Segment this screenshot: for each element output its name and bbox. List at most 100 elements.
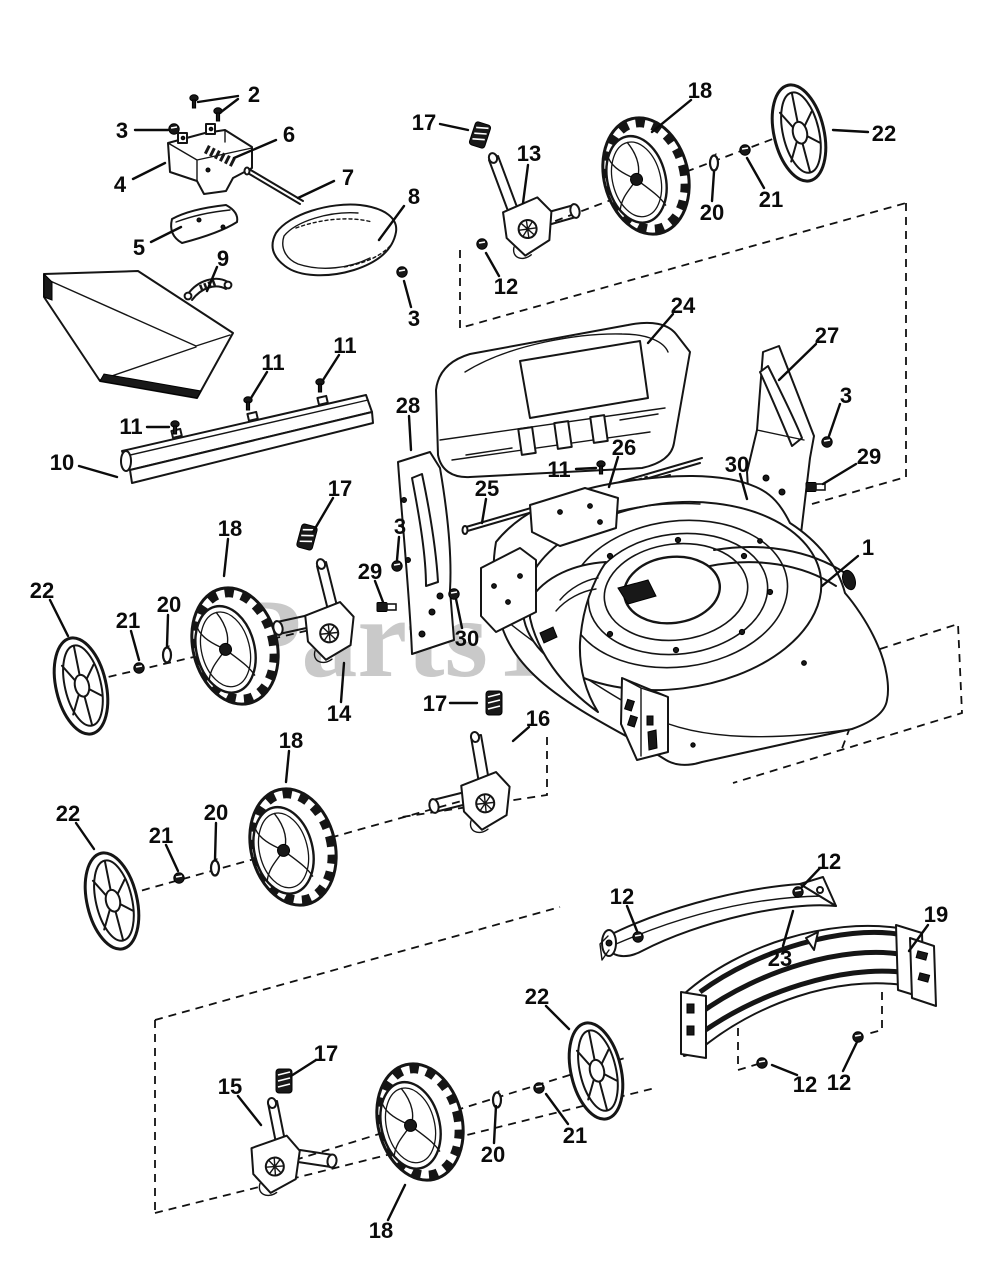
- callout-30: 30: [725, 452, 749, 501]
- callout-3: 3: [394, 514, 406, 562]
- callout-leader-line: [841, 1040, 859, 1073]
- callout-number: 20: [481, 1142, 505, 1167]
- rod-7: [243, 166, 304, 205]
- nut-21-mid: [133, 662, 145, 674]
- trim-bar-10: [120, 378, 374, 484]
- callout-11: 11: [547, 457, 598, 482]
- callout-leader-line: [232, 138, 278, 160]
- callout-leader-line: [205, 265, 219, 293]
- callout-3: 3: [402, 279, 420, 331]
- callout-number: 27: [815, 323, 839, 348]
- washer-20-bottom: [491, 1089, 503, 1109]
- callout-number: 22: [525, 984, 549, 1009]
- callout-18: 18: [279, 728, 303, 784]
- callout-leader-line: [738, 472, 749, 501]
- callout-leader-line: [781, 909, 795, 948]
- callout-21: 21: [116, 608, 141, 662]
- callout-leader-line: [321, 353, 341, 382]
- callout-leader-line: [544, 1004, 571, 1031]
- callout-18: 18: [369, 1183, 407, 1243]
- nut-21-lower: [173, 872, 185, 884]
- callout-leader-line: [511, 725, 531, 743]
- callout-number: 6: [283, 122, 295, 147]
- callout-2: 2: [196, 82, 260, 114]
- deck-left-panel: [529, 561, 607, 713]
- callout-number: 23: [768, 946, 792, 971]
- callout-3: 3: [827, 383, 852, 438]
- callout-number: 12: [610, 884, 634, 909]
- washer-20-mid: [161, 644, 173, 664]
- callout-18: 18: [218, 516, 242, 578]
- callout-leader-line: [395, 535, 401, 562]
- callout-leader-line: [907, 923, 930, 953]
- callout-4: 4: [114, 161, 167, 197]
- callout-leader-line: [222, 537, 230, 578]
- callout-leader-line: [377, 204, 406, 242]
- callout-number: 21: [563, 1123, 587, 1148]
- nut-12-top: [476, 238, 488, 250]
- wheel-18-bottom: [365, 1055, 475, 1190]
- callout-number: 3: [840, 383, 852, 408]
- spring-clip-17-bottom: [275, 1068, 293, 1094]
- deck-rear-mount-plates: [480, 487, 619, 633]
- callout-number: 17: [328, 476, 352, 501]
- callout-number: 18: [369, 1218, 393, 1243]
- callout-number: 30: [455, 626, 479, 651]
- callout-29: 29: [358, 559, 385, 604]
- callout-number: 12: [494, 274, 518, 299]
- callout-number: 21: [759, 187, 783, 212]
- bolt-29b: [376, 601, 397, 613]
- callout-leader-line: [129, 629, 141, 662]
- callout-leader-line: [777, 342, 818, 382]
- callout-leader-line: [196, 94, 240, 104]
- callout-22: 22: [831, 121, 896, 146]
- callout-number: 11: [547, 457, 570, 482]
- spring-clip-17-lower: [485, 690, 503, 716]
- nut-3d: [391, 560, 403, 572]
- callout-leader-line: [745, 156, 766, 190]
- callout-number: 19: [924, 902, 948, 927]
- callout-20: 20: [481, 1104, 505, 1167]
- callout-number: 18: [279, 728, 303, 753]
- callout-leader-line: [480, 497, 488, 525]
- callout-leader-line: [710, 170, 716, 203]
- callout-11: 11: [249, 350, 285, 400]
- height-adjuster-14: [272, 558, 360, 665]
- callout-27: 27: [777, 323, 839, 382]
- callout-12: 12: [610, 884, 639, 933]
- callout-number: 12: [793, 1072, 817, 1097]
- callout-number: 29: [857, 444, 881, 469]
- callout-leader-line: [544, 1092, 570, 1126]
- callout-8: 8: [377, 184, 420, 242]
- callout-number: 12: [817, 849, 841, 874]
- callout-number: 11: [119, 414, 142, 439]
- nut-3c: [821, 436, 833, 448]
- callout-leader-line: [454, 597, 464, 630]
- callout-7: 7: [296, 165, 354, 200]
- callout-leader-line: [625, 904, 639, 933]
- engine-brake-bracket-group: [43, 94, 408, 399]
- callout-leader-line: [574, 466, 598, 471]
- callout-20: 20: [157, 592, 181, 648]
- callout-14: 14: [327, 661, 352, 726]
- callout-leader-line: [831, 128, 870, 134]
- callout-number: 15: [218, 1074, 242, 1099]
- callout-5: 5: [133, 225, 183, 260]
- nut-12-19-right: [852, 1031, 864, 1043]
- callout-leader-line: [213, 821, 218, 862]
- callout-leader-line: [219, 97, 240, 114]
- callout-leader-line: [164, 843, 180, 873]
- hubcap-22-mid: [44, 631, 118, 741]
- callout-number: 1: [862, 535, 874, 560]
- callout-22: 22: [56, 801, 96, 851]
- callout-number: 25: [475, 476, 499, 501]
- callout-12: 12: [484, 251, 518, 299]
- callout-9: 9: [205, 246, 229, 293]
- spring-clip-17-top: [467, 120, 493, 150]
- callout-leader-line: [149, 225, 183, 244]
- nut-21-top: [739, 144, 751, 156]
- washer-20-lower: [209, 857, 221, 877]
- callout-number: 11: [333, 333, 356, 358]
- callout-number: 17: [412, 110, 436, 135]
